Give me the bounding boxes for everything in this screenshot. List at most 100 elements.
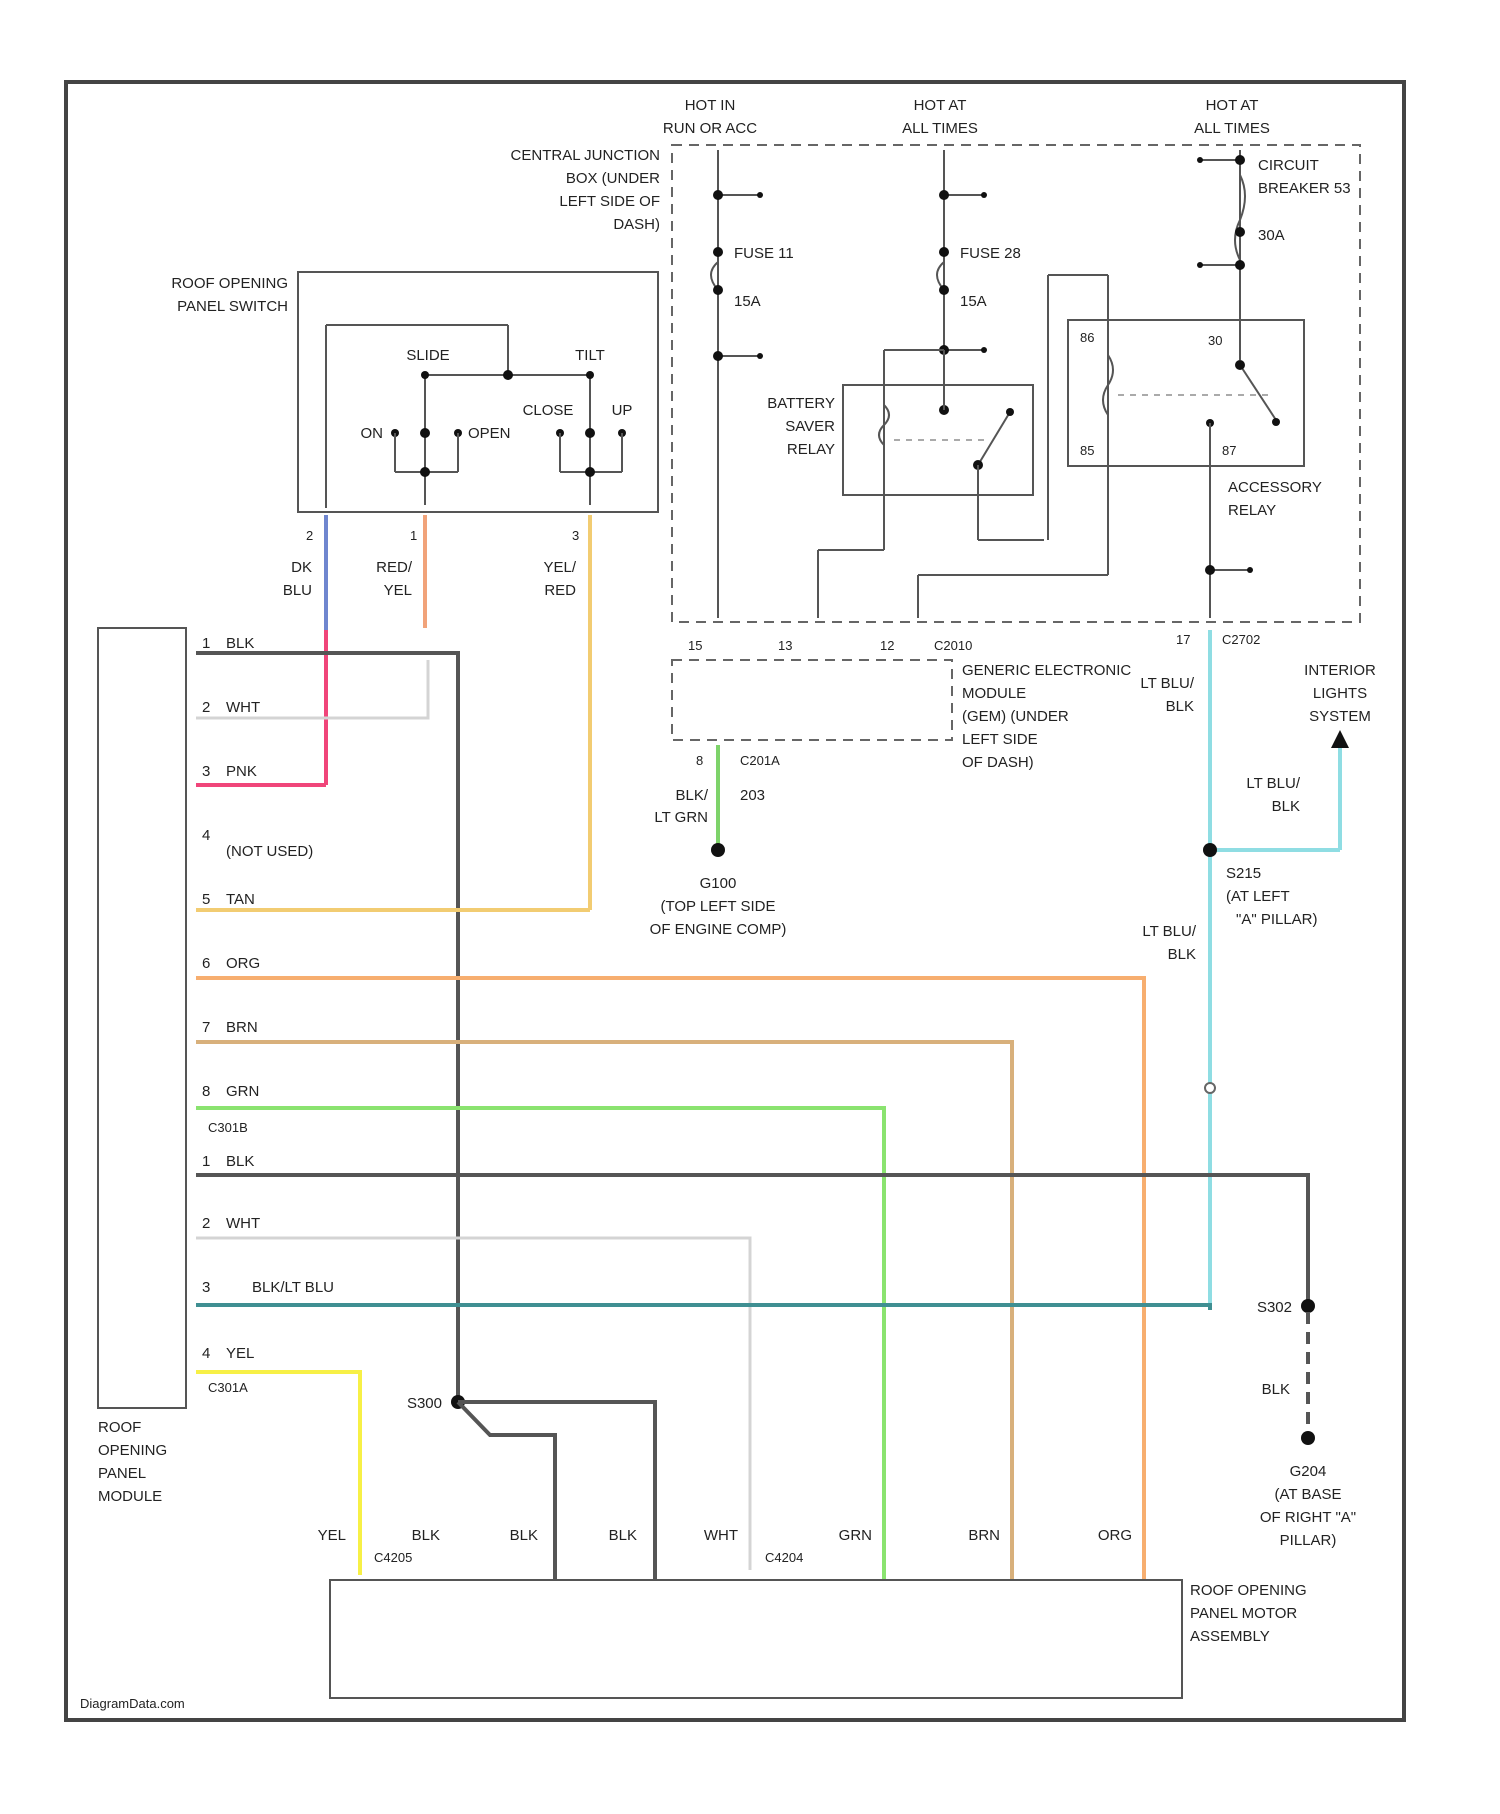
svg-text:BATTERY: BATTERY xyxy=(767,395,835,412)
svg-text:C4204: C4204 xyxy=(765,1550,803,1565)
svg-text:BLK: BLK xyxy=(1272,798,1300,815)
svg-text:ROOF: ROOF xyxy=(98,1419,141,1436)
svg-text:WHT: WHT xyxy=(704,1527,738,1544)
svg-text:(TOP LEFT SIDE: (TOP LEFT SIDE xyxy=(660,898,775,915)
svg-text:ON: ON xyxy=(361,425,384,442)
svg-text:87: 87 xyxy=(1222,443,1236,458)
motor-wire-labels: YEL BLK C4205 BLK BLK WHT C4204 GRN BRN … xyxy=(318,1527,1132,1565)
svg-text:1: 1 xyxy=(410,528,417,543)
svg-text:1: 1 xyxy=(202,635,210,652)
svg-text:4: 4 xyxy=(202,827,210,844)
svg-text:C301B: C301B xyxy=(208,1120,248,1135)
svg-text:RED: RED xyxy=(544,582,576,599)
svg-text:CENTRAL JUNCTION: CENTRAL JUNCTION xyxy=(511,147,660,164)
splice-s300: S300 xyxy=(407,1395,655,1580)
svg-text:SYSTEM: SYSTEM xyxy=(1309,708,1371,725)
svg-text:3: 3 xyxy=(202,1279,210,1296)
svg-text:DASH): DASH) xyxy=(613,216,660,233)
svg-text:ALL TIMES: ALL TIMES xyxy=(1194,120,1270,137)
fuse-11: FUSE 11 15A xyxy=(711,150,794,618)
svg-text:(AT BASE: (AT BASE xyxy=(1275,1486,1342,1503)
svg-text:BLK: BLK xyxy=(609,1527,637,1544)
svg-text:MODULE: MODULE xyxy=(962,685,1026,702)
accessory-relay: 86 30 85 87 ACCESSORY RELAY xyxy=(1068,320,1322,618)
svg-text:PILLAR): PILLAR) xyxy=(1280,1532,1337,1549)
svg-text:LT GRN: LT GRN xyxy=(654,809,708,826)
svg-text:C201A: C201A xyxy=(740,753,780,768)
svg-text:C4205: C4205 xyxy=(374,1550,412,1565)
svg-text:YEL: YEL xyxy=(226,1345,254,1362)
svg-text:LIGHTS: LIGHTS xyxy=(1313,685,1367,702)
roof-opening-panel-motor-assembly: ROOF OPENING PANEL MOTOR ASSEMBLY xyxy=(330,1580,1307,1698)
svg-text:GRN: GRN xyxy=(839,1527,872,1544)
svg-text:WHT: WHT xyxy=(226,1215,260,1232)
svg-text:12: 12 xyxy=(880,638,894,653)
svg-text:7: 7 xyxy=(202,1019,210,1036)
svg-text:5: 5 xyxy=(202,891,210,908)
svg-text:G100: G100 xyxy=(700,875,737,892)
svg-text:RELAY: RELAY xyxy=(1228,502,1276,519)
svg-text:BREAKER 53: BREAKER 53 xyxy=(1258,180,1351,197)
svg-text:3: 3 xyxy=(572,528,579,543)
svg-text:C2702: C2702 xyxy=(1222,632,1260,647)
svg-text:3: 3 xyxy=(202,763,210,780)
fuse-28: FUSE 28 15A xyxy=(937,150,1021,415)
ground-g100: G100 (TOP LEFT SIDE OF ENGINE COMP) xyxy=(650,875,787,938)
circuit-breaker-53: CIRCUIT BREAKER 53 30A xyxy=(1197,150,1351,330)
svg-text:S300: S300 xyxy=(407,1395,442,1412)
svg-text:ASSEMBLY: ASSEMBLY xyxy=(1190,1628,1270,1645)
battery-saver-relay: BATTERY SAVER RELAY xyxy=(767,350,1044,550)
cjb-internal-wiring xyxy=(818,275,1108,618)
svg-text:HOT AT: HOT AT xyxy=(1206,97,1259,114)
svg-text:2: 2 xyxy=(306,528,313,543)
svg-text:CIRCUIT: CIRCUIT xyxy=(1258,157,1319,174)
switch-wire-yel-red: YEL/ RED xyxy=(543,515,590,910)
svg-text:ROOF OPENING: ROOF OPENING xyxy=(1190,1582,1307,1599)
svg-text:G204: G204 xyxy=(1290,1463,1327,1480)
svg-text:RUN OR ACC: RUN OR ACC xyxy=(663,120,757,137)
svg-text:MODULE: MODULE xyxy=(98,1488,162,1505)
svg-text:BLK: BLK xyxy=(1168,946,1196,963)
svg-text:BLK: BLK xyxy=(226,1153,254,1170)
svg-text:8: 8 xyxy=(202,1083,210,1100)
gem-ground-wire: 8 C201A BLK/ LT GRN 203 xyxy=(654,745,780,857)
svg-text:OF ENGINE COMP): OF ENGINE COMP) xyxy=(650,921,787,938)
svg-text:BRN: BRN xyxy=(226,1019,258,1036)
svg-text:4: 4 xyxy=(202,1345,210,1362)
power-hot-run-acc: HOT IN RUN OR ACC xyxy=(663,97,757,137)
svg-text:86: 86 xyxy=(1080,330,1094,345)
svg-text:PNK: PNK xyxy=(226,763,257,780)
svg-text:30: 30 xyxy=(1208,333,1222,348)
central-junction-box-label: CENTRAL JUNCTION BOX (UNDER LEFT SIDE OF… xyxy=(511,147,661,233)
svg-text:FUSE 28: FUSE 28 xyxy=(960,245,1021,262)
svg-text:HOT IN: HOT IN xyxy=(685,97,736,114)
svg-text:BLK/: BLK/ xyxy=(675,787,708,804)
switch-wire-red-yel: RED/ YEL xyxy=(376,515,425,628)
svg-text:HOT AT: HOT AT xyxy=(914,97,967,114)
svg-text:BLU: BLU xyxy=(283,582,312,599)
svg-text:203: 203 xyxy=(740,787,765,804)
svg-text:BLK: BLK xyxy=(1166,698,1194,715)
ground-g204: G204 (AT BASE OF RIGHT "A" PILLAR) xyxy=(1260,1463,1356,1549)
svg-text:INTERIOR: INTERIOR xyxy=(1304,662,1376,679)
svg-text:SAVER: SAVER xyxy=(785,418,835,435)
accessory-output-wire: LT BLU/ BLK xyxy=(1140,630,1340,1310)
svg-text:ALL TIMES: ALL TIMES xyxy=(902,120,978,137)
svg-text:"A" PILLAR): "A" PILLAR) xyxy=(1236,911,1318,928)
svg-text:ORG: ORG xyxy=(1098,1527,1132,1544)
svg-text:S302: S302 xyxy=(1257,1299,1292,1316)
generic-electronic-module xyxy=(672,660,952,740)
power-hot-all-times-2: HOT AT ALL TIMES xyxy=(1194,97,1270,137)
svg-text:6: 6 xyxy=(202,955,210,972)
svg-text:BLK: BLK xyxy=(226,635,254,652)
svg-text:RELAY: RELAY xyxy=(787,441,835,458)
svg-text:LEFT SIDE: LEFT SIDE xyxy=(962,731,1038,748)
svg-text:2: 2 xyxy=(202,1215,210,1232)
svg-text:LT BLU/: LT BLU/ xyxy=(1140,675,1194,692)
svg-text:PANEL: PANEL xyxy=(98,1465,146,1482)
svg-text:1: 1 xyxy=(202,1153,210,1170)
svg-text:DK: DK xyxy=(291,559,312,576)
central-junction-box xyxy=(672,145,1360,622)
svg-text:(GEM) (UNDER: (GEM) (UNDER xyxy=(962,708,1069,725)
